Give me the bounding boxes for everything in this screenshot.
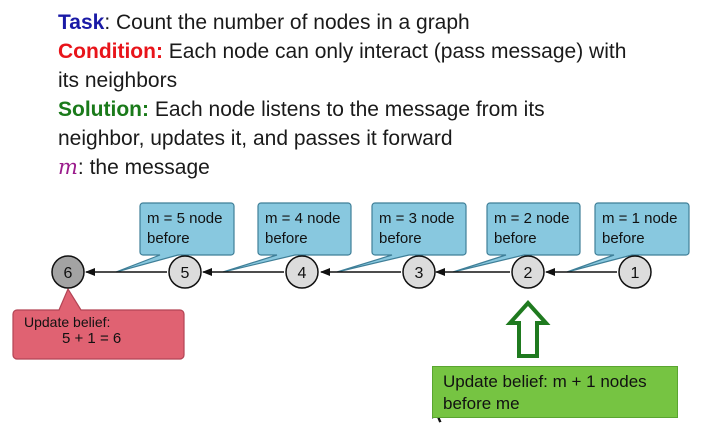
svg-text:2: 2	[524, 265, 533, 282]
green-box-line-2: before me	[443, 394, 520, 413]
bubble-shape-3	[336, 202, 467, 273]
green-update-box: Update belief: m + 1 nodes before me	[432, 366, 678, 418]
message-symbol: m	[58, 155, 78, 179]
bubble-2-line-1: m = 4 node	[265, 210, 341, 227]
node-6: 6	[51, 255, 85, 289]
condition-text-1: Each node can only interact (pass messag…	[162, 40, 627, 63]
node-2: 2	[511, 255, 545, 289]
svg-text:4: 4	[298, 265, 307, 282]
green-box-line-1: Update belief: m + 1 nodes	[443, 372, 647, 391]
bubble-3: m = 3 node before	[379, 209, 454, 249]
message-text: : the message	[77, 156, 210, 179]
svg-text:3: 3	[415, 265, 424, 282]
solution-label: Solution:	[58, 98, 149, 121]
condition-label: Condition:	[58, 40, 163, 63]
bubble-4-line-1: m = 2 node	[494, 210, 570, 227]
bubble-3-line-1: m = 3 node	[379, 210, 455, 227]
bubble-1-line-2: before	[147, 230, 190, 247]
condition-line-2: its neighbors	[58, 69, 178, 92]
task-line: Task: Count the number of nodes in a gra…	[58, 8, 470, 37]
bubble-shape-4	[452, 202, 581, 273]
bubble-2: m = 4 node before	[265, 209, 340, 249]
bubble-5-line-2: before	[602, 230, 645, 247]
node-5: 5	[168, 255, 202, 289]
bubble-5: m = 1 node before	[602, 209, 677, 249]
svg-text:5: 5	[181, 265, 190, 282]
svg-text:1: 1	[631, 265, 640, 282]
bubble-4: m = 2 node before	[494, 209, 569, 249]
bubble-2-line-2: before	[265, 230, 308, 247]
svg-text:6: 6	[64, 265, 73, 282]
bubble-shape-1	[115, 202, 235, 273]
solution-line: Solution: Each node listens to the messa…	[58, 95, 545, 124]
node-4: 4	[285, 255, 319, 289]
bubble-1: m = 5 node before	[147, 209, 222, 249]
bubble-5-line-1: m = 1 node	[602, 210, 678, 227]
solution-line-2: neighbor, updates it, and passes it forw…	[58, 127, 453, 150]
node-1: 1	[618, 255, 652, 289]
bubble-3-line-2: before	[379, 230, 422, 247]
message-line: m: the message	[58, 153, 210, 182]
red-callout-title: Update belief:	[24, 314, 111, 330]
solution-text-1: Each node listens to the message from it…	[148, 98, 545, 121]
bubble-shape-5	[566, 202, 690, 273]
green-up-arrow	[505, 300, 551, 358]
red-callout-shape	[12, 287, 185, 360]
task-text: : Count the number of nodes in a graph	[104, 11, 470, 34]
bubble-shape-2	[222, 202, 352, 273]
node-3: 3	[402, 255, 436, 289]
task-label: Task	[58, 11, 105, 34]
bubble-1-line-1: m = 5 node	[147, 210, 223, 227]
red-callout-expr: 5 + 1 = 6	[62, 330, 122, 347]
bubble-4-line-2: before	[494, 230, 537, 247]
condition-line: Condition: Each node can only interact (…	[58, 37, 626, 66]
